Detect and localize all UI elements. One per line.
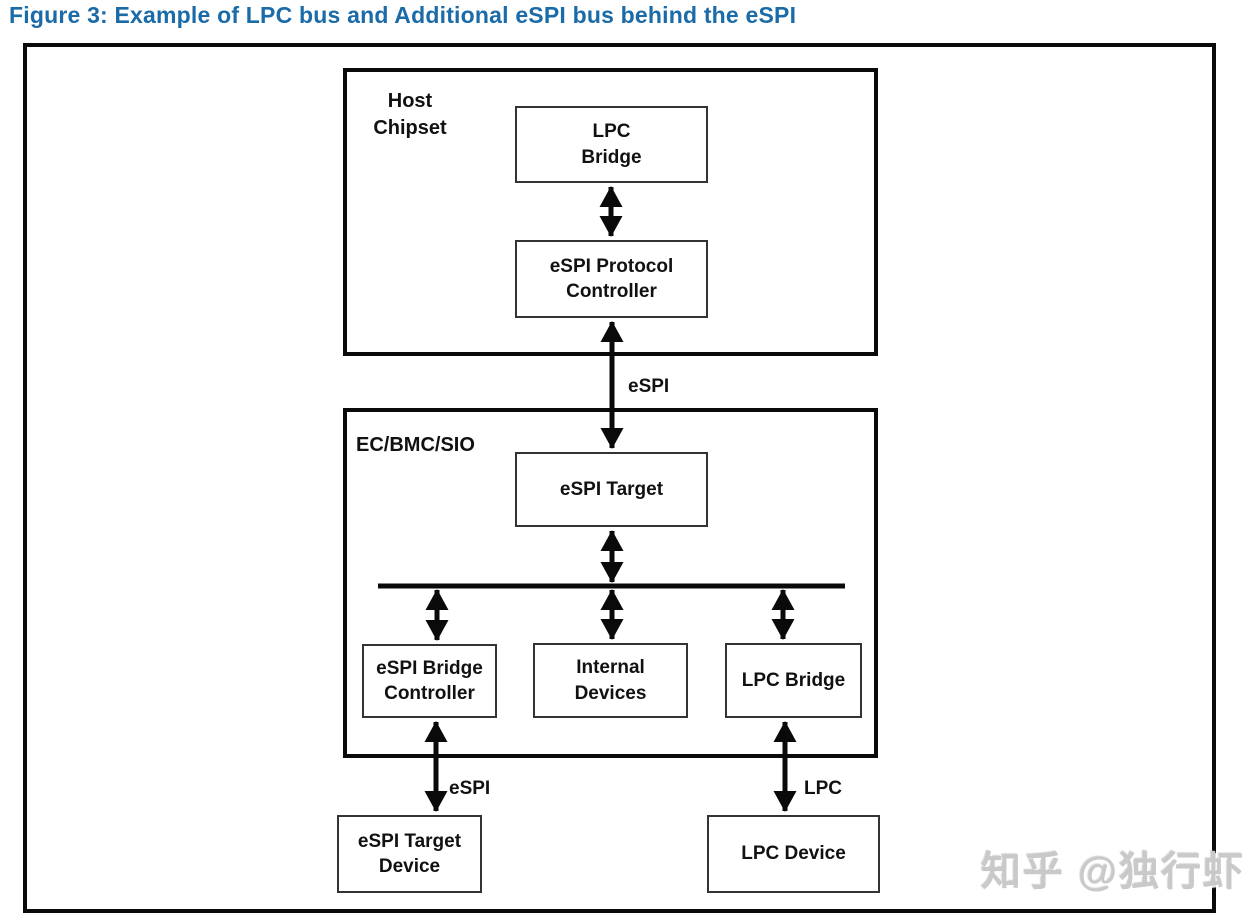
block-espi-bridge-controller: eSPI Bridge Controller: [362, 644, 497, 718]
link-label-espi-external: eSPI: [449, 778, 491, 799]
block-espi-protocol-controller: eSPI Protocol Controller: [515, 240, 708, 318]
host-chipset-label: Host Chipset: [373, 90, 447, 139]
figure-title: Figure 3: Example of LPC bus and Additio…: [9, 2, 797, 28]
link-label-espi-host: eSPI: [628, 376, 670, 397]
block-espi-target-device: eSPI Target Device: [337, 815, 482, 893]
ec-bmc-sio-label: EC/BMC/SIO: [356, 434, 475, 456]
figure-frame: [23, 43, 1216, 913]
block-lpc-bridge-lower: LPC Bridge: [725, 643, 862, 718]
zhihu-watermark: 知乎 @独行虾: [981, 850, 1245, 894]
block-lpc-bridge: LPC Bridge: [515, 106, 708, 183]
block-espi-target: eSPI Target: [515, 452, 708, 527]
block-lpc-device: LPC Device: [707, 815, 880, 893]
link-label-lpc-external: LPC: [804, 778, 842, 799]
block-internal-devices: Internal Devices: [533, 643, 688, 718]
